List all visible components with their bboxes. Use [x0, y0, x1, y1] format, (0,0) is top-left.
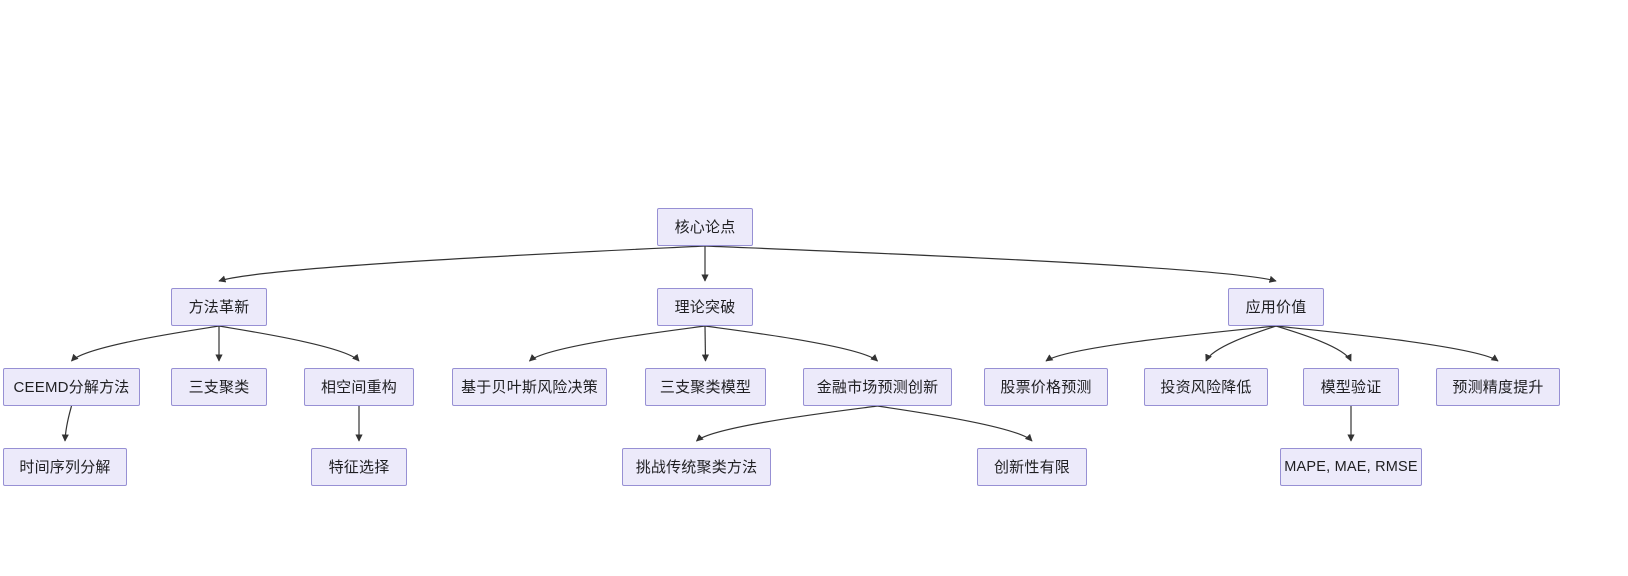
- flow-node-stock[interactable]: 股票价格预测: [984, 368, 1108, 406]
- flow-edge-method-to-phase: [218, 325, 360, 362]
- flow-edge-theory-to-finance: [704, 325, 879, 362]
- flow-node-label: 预测精度提升: [1452, 378, 1544, 396]
- flow-node-metrics[interactable]: MAPE, MAE, RMSE: [1280, 448, 1422, 486]
- flow-node-finance[interactable]: 金融市场预测创新: [803, 368, 952, 406]
- flow-node-label: 特征选择: [328, 458, 390, 476]
- flow-node-challenge[interactable]: 挑战传统聚类方法: [622, 448, 771, 486]
- flow-node-ceemd[interactable]: CEEMD分解方法: [3, 368, 140, 406]
- flow-node-label: 方法革新: [188, 298, 250, 316]
- flow-edge-root-to-method: [218, 245, 706, 283]
- flow-node-phase[interactable]: 相空间重构: [304, 368, 414, 406]
- flow-node-label: 应用价值: [1245, 298, 1307, 316]
- flow-node-label: CEEMD分解方法: [13, 378, 130, 396]
- flow-node-label: 模型验证: [1320, 378, 1382, 396]
- flow-edge-apply-to-accuracy: [1275, 325, 1499, 362]
- flow-node-limited[interactable]: 创新性有限: [977, 448, 1087, 486]
- flow-node-label: 核心论点: [674, 218, 736, 236]
- flow-edge-theory-to-trimodel: [701, 325, 710, 362]
- flow-node-label: 挑战传统聚类方法: [635, 458, 758, 476]
- flow-node-feature[interactable]: 特征选择: [311, 448, 407, 486]
- flow-node-label: 基于贝叶斯风险决策: [461, 378, 598, 396]
- flow-node-apply[interactable]: 应用价值: [1228, 288, 1324, 326]
- flow-edge-apply-to-risk: [1205, 325, 1277, 362]
- flow-node-validate[interactable]: 模型验证: [1303, 368, 1399, 406]
- flow-node-label: 相空间重构: [320, 378, 397, 396]
- flow-node-risk[interactable]: 投资风险降低: [1144, 368, 1268, 406]
- flow-edge-theory-to-bayes: [528, 325, 706, 362]
- flow-edge-finance-to-limited: [877, 405, 1033, 442]
- flow-node-bayes[interactable]: 基于贝叶斯风险决策: [452, 368, 607, 406]
- flow-edge-apply-to-validate: [1275, 325, 1352, 362]
- flow-edge-method-to-ceemd: [71, 325, 220, 362]
- flow-edge-apply-to-stock: [1045, 325, 1277, 362]
- flow-node-theory[interactable]: 理论突破: [657, 288, 753, 326]
- flow-node-label: 三支聚类模型: [659, 378, 752, 396]
- flow-node-label: 金融市场预测创新: [816, 378, 939, 396]
- flow-node-label: 创新性有限: [993, 458, 1070, 476]
- flow-node-label: 投资风险降低: [1160, 378, 1252, 396]
- flow-node-accuracy[interactable]: 预测精度提升: [1436, 368, 1560, 406]
- flow-edge-finance-to-challenge: [695, 405, 878, 442]
- flow-node-root[interactable]: 核心论点: [657, 208, 753, 246]
- flow-node-tri[interactable]: 三支聚类: [171, 368, 267, 406]
- flow-edge-root-to-apply: [704, 245, 1277, 283]
- flow-node-label: 股票价格预测: [1000, 378, 1092, 396]
- flow-node-label: 理论突破: [674, 298, 736, 316]
- flow-node-label: 三支聚类: [188, 378, 250, 396]
- flow-node-tsd[interactable]: 时间序列分解: [3, 448, 127, 486]
- flow-node-method[interactable]: 方法革新: [171, 288, 267, 326]
- flow-node-label: 时间序列分解: [19, 458, 111, 476]
- flow-edge-ceemd-to-tsd: [61, 405, 73, 442]
- flow-node-label: MAPE, MAE, RMSE: [1284, 458, 1418, 475]
- flow-node-trimodel[interactable]: 三支聚类模型: [645, 368, 766, 406]
